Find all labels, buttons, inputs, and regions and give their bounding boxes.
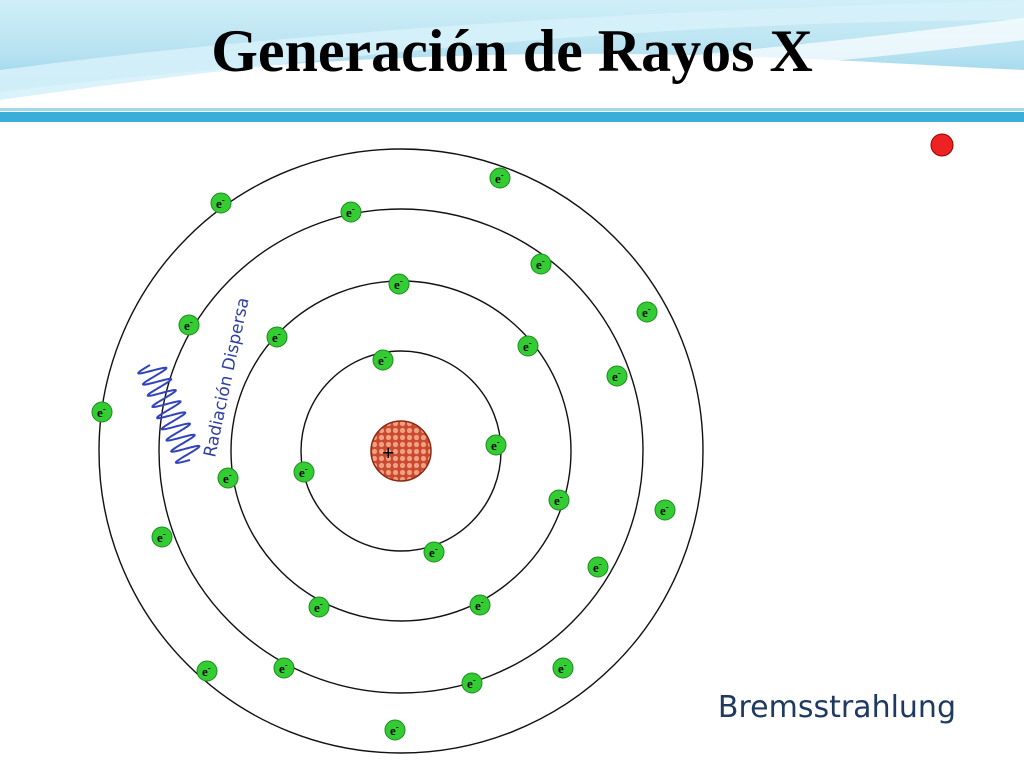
slide-title: Generación de Rayos X	[211, 18, 813, 84]
electron: e-	[530, 253, 552, 275]
electron-label: e-	[299, 464, 308, 480]
electron-label: e-	[554, 492, 563, 508]
electron-label: e-	[536, 256, 545, 272]
radiation-wave	[137, 364, 201, 464]
orbit-ring-4	[98, 148, 704, 754]
electron-label: e-	[272, 329, 281, 345]
electron: e-	[217, 467, 239, 489]
electron-label: e-	[491, 437, 500, 453]
electron-label: e-	[523, 338, 532, 354]
electron-label: e-	[593, 559, 602, 575]
header-band	[0, 0, 1024, 124]
electron-label: e-	[467, 675, 476, 691]
electron: e-	[266, 326, 288, 348]
bremsstrahlung-caption: Bremsstrahlung	[717, 690, 956, 725]
electron: e-	[372, 349, 394, 371]
electron-label: e-	[475, 597, 484, 613]
electron: e-	[388, 273, 410, 295]
electron: e-	[91, 401, 113, 423]
electron: e-	[340, 201, 362, 223]
electron: e-	[654, 499, 676, 521]
radiation-label: Radiación Dispersa	[200, 296, 253, 459]
electron-label: e-	[390, 722, 399, 738]
incoming-electron-dot	[930, 133, 954, 157]
electron-label: e-	[642, 304, 651, 320]
electron-label: e-	[378, 352, 387, 368]
electron-label: e-	[223, 470, 232, 486]
electron-label: e-	[346, 204, 355, 220]
electron: e-	[196, 660, 218, 682]
electron-label: e-	[429, 544, 438, 560]
electron: e-	[293, 461, 315, 483]
electron-label: e-	[157, 529, 166, 545]
header-underline	[0, 112, 1024, 122]
electron: e-	[384, 719, 406, 741]
electron-label: e-	[660, 502, 669, 518]
electron: e-	[423, 541, 445, 563]
nucleus-plus-label: +	[382, 440, 395, 465]
electron-label: e-	[394, 276, 403, 292]
electron-label: e-	[202, 663, 211, 679]
electron-label: e-	[612, 368, 621, 384]
electron-label: e-	[558, 660, 567, 676]
orbit-ring-3	[158, 208, 644, 694]
electron: e-	[273, 657, 295, 679]
electron-label: e-	[97, 404, 106, 420]
electron-label: e-	[279, 660, 288, 676]
electron: e-	[606, 365, 628, 387]
electrons: e-e-e-e-e-e-e-e-e-e-e-e-e-e-e-e-e-e-e-e-…	[91, 167, 676, 741]
electron-label: e-	[314, 599, 323, 615]
electron: e-	[485, 434, 507, 456]
electron: e-	[552, 657, 574, 679]
electron: e-	[151, 526, 173, 548]
electron: e-	[461, 672, 483, 694]
electron: e-	[636, 301, 658, 323]
electron: e-	[489, 167, 511, 189]
nucleus: +	[370, 420, 432, 482]
electron-label: e-	[184, 317, 193, 333]
electron: e-	[587, 556, 609, 578]
electron: e-	[210, 192, 232, 214]
electron-label: e-	[495, 170, 504, 186]
electron: e-	[517, 335, 539, 357]
electron: e-	[548, 489, 570, 511]
electron: e-	[308, 596, 330, 618]
electron: e-	[178, 314, 200, 336]
electron: e-	[469, 594, 491, 616]
electron-label: e-	[216, 195, 225, 211]
orbit-rings	[98, 148, 704, 754]
